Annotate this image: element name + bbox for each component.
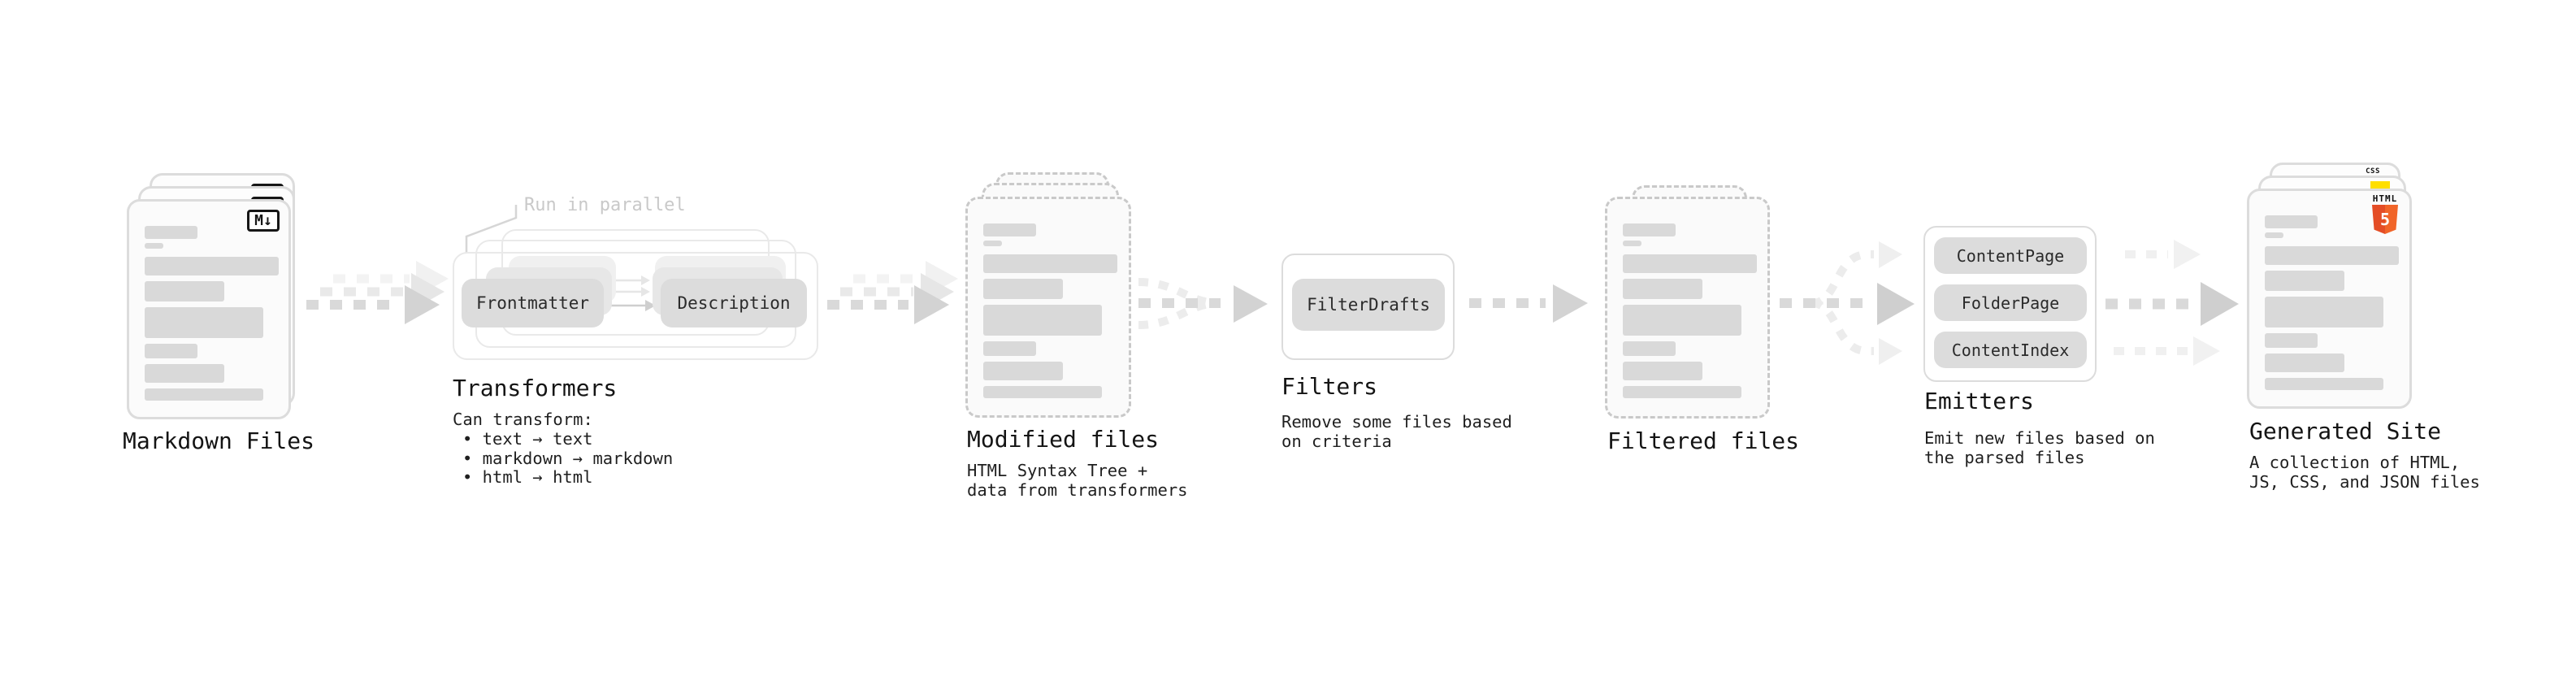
placeholder-bar [983,305,1102,336]
placeholder-bar [145,257,279,275]
placeholder-bar [1623,241,1641,246]
generated-html-file-card: HTML 5 [2247,189,2412,409]
placeholder-bar [983,386,1102,398]
modified-files-caption: HTML Syntax Tree + data from transformer… [967,461,1188,500]
placeholder-bar [2265,297,2383,327]
transformers-caption-title: Can transform: [453,410,593,429]
transformers-heading: Transformers [453,375,618,401]
placeholder-bar [2265,246,2399,265]
arrow-filters-to-filtered [1469,284,1588,323]
placeholder-bar [1623,223,1676,236]
placeholder-bar [983,223,1036,236]
filters-caption: Remove some files based on criteria [1281,412,1512,451]
modified-file-card [965,197,1131,418]
placeholder-bar [145,307,263,338]
placeholder-bar [145,243,163,249]
placeholder-bar [2265,354,2344,372]
placeholder-bar [145,281,224,301]
generated-site-label: Generated Site [2249,418,2442,445]
arrows-frontmatter-to-description [608,275,656,311]
placeholder-bar [2265,378,2383,390]
modified-files-label: Modified files [967,426,1160,453]
placeholder-bar [145,388,263,401]
placeholder-bar [2265,333,2318,348]
emitters-caption: Emit new files based on the parsed files [1924,428,2155,467]
filtered-file-card [1605,197,1770,419]
emitters-heading: Emitters [1924,388,2034,414]
run-in-parallel-annotation: Run in parallel [524,195,686,215]
emitter-folderpage-pill: FolderPage [1934,284,2087,321]
placeholder-bar [2265,215,2318,228]
markdown-files-label: Markdown Files [123,427,315,454]
placeholder-bar [2265,232,2283,238]
transformer-frontmatter-pill: Frontmatter [462,279,604,327]
fan-out-arrow-filtered-to-emitters [1780,241,1915,365]
fan-in-arrow-modified-to-filters [1138,278,1268,329]
placeholder-bar [1623,386,1741,398]
placeholder-bar [1623,341,1676,356]
placeholder-bar [145,364,224,383]
placeholder-bar [145,226,197,239]
markdown-file-card: M↓ [127,199,291,419]
placeholder-bar [2265,271,2344,291]
generated-site-caption: A collection of HTML, JS, CSS, and JSON … [2249,453,2480,492]
html5-icon: HTML 5 [2367,193,2403,234]
filtered-files-label: Filtered files [1607,427,1800,454]
run-in-parallel-callout-line [465,205,518,253]
placeholder-bar [983,241,1002,246]
placeholder-bar [983,254,1117,273]
transformers-bullet-list: • text → text • markdown → markdown • ht… [462,429,674,487]
placeholder-bar [983,279,1063,299]
placeholder-bar [1623,254,1757,273]
emitter-contentpage-pill: ContentPage [1934,237,2087,274]
placeholder-bar [1623,279,1702,299]
filter-drafts-pill: FilterDrafts [1292,279,1445,331]
placeholder-bar [983,341,1036,356]
placeholder-bar [145,344,197,358]
arrow-markdown-to-transformers [306,261,449,324]
markdown-icon: M↓ [247,210,280,232]
arrows-emitters-to-generated [2105,240,2239,366]
js-icon [2370,181,2390,190]
filters-heading: Filters [1281,373,1378,400]
placeholder-bar [983,362,1063,380]
transformer-stack-box [453,252,818,360]
placeholder-bar [1623,305,1741,336]
placeholder-bar [1623,362,1702,380]
transformer-description-pill: Description [661,279,807,327]
emitter-contentindex-pill: ContentIndex [1934,332,2087,368]
arrow-transformers-to-modified [827,261,958,324]
